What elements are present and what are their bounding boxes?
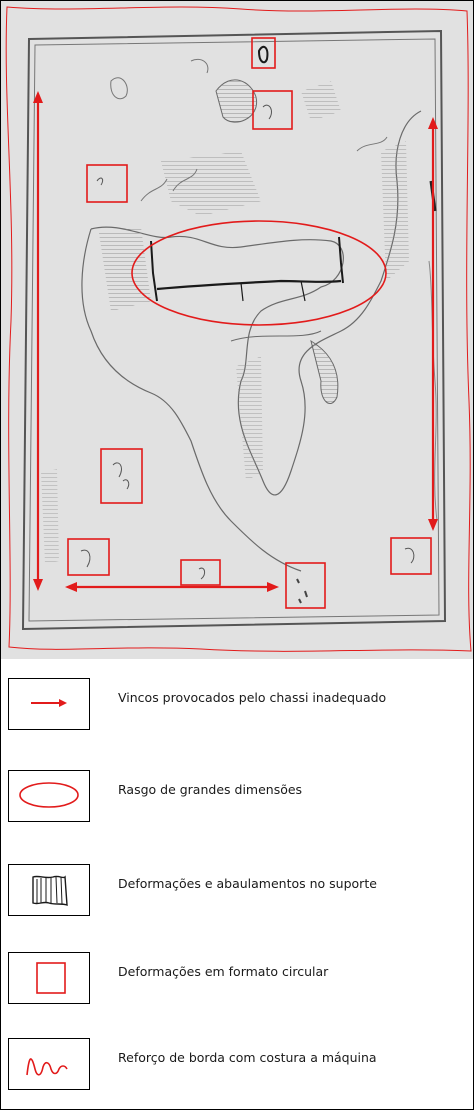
legend-label: Deformações e abaulamentos no suporte [118, 876, 377, 891]
legend-item: Vincos provocados pelo chassi inadequado [0, 660, 474, 752]
hatched-deformation-icon [8, 864, 90, 916]
legend-label: Reforço de borda com costura a máquina [118, 1050, 377, 1065]
arrow-right-icon [8, 678, 90, 730]
map-sketch-photo [1, 1, 473, 659]
stitch-wave-icon [8, 1038, 90, 1090]
legend-item: Deformações em formato circular [0, 934, 474, 1026]
legend-label: Rasgo de grandes dimensões [118, 782, 302, 797]
legend-item: Rasgo de grandes dimensões [0, 752, 474, 844]
legend-label: Deformações em formato circular [118, 964, 328, 979]
legend-item: Deformações e abaulamentos no suporte [0, 846, 474, 938]
legend-label: Vincos provocados pelo chassi inadequado [118, 690, 386, 705]
ellipse-icon [8, 770, 90, 822]
square-outline-icon [8, 952, 90, 1004]
legend-item: Reforço de borda com costura a máquina [0, 1020, 474, 1112]
